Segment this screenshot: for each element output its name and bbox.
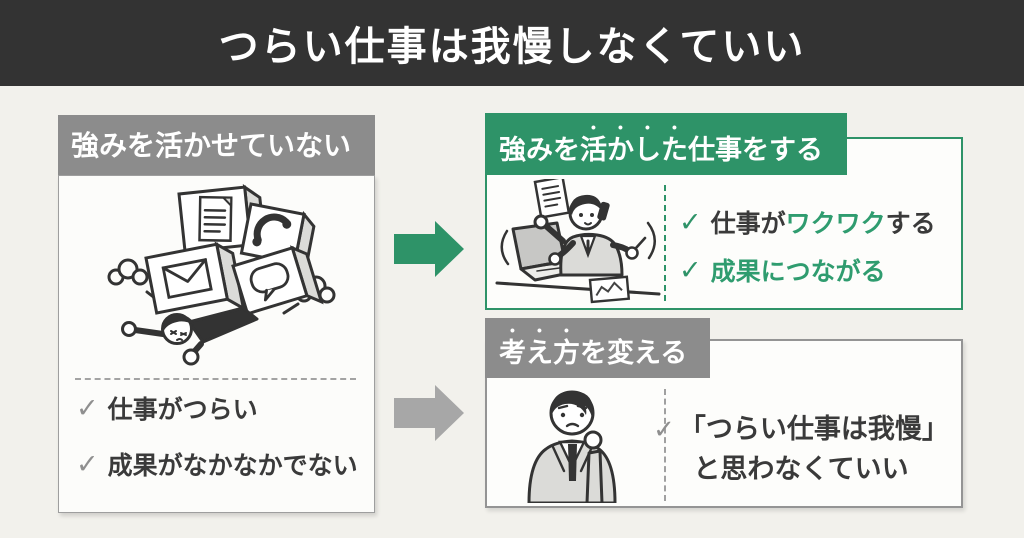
label-post: する [885, 210, 936, 238]
solution-box-header: 強みを活かした仕事をする [485, 113, 847, 175]
list-item: ✓ 仕事がワクワクする [679, 204, 936, 240]
mindset-box: 考え方を変える ✓ [485, 318, 963, 508]
list-item: ✓ 成果がなかなかでない [76, 446, 358, 482]
multitasking-worker-illustration [495, 179, 661, 304]
chat-block [231, 245, 324, 316]
green-arrow-icon [394, 221, 464, 277]
check-icon: ✓ [653, 414, 675, 444]
handset-icon [597, 201, 610, 221]
label-highlight: ワクワク [785, 210, 886, 238]
list-item-label: 成果につながる [711, 252, 886, 288]
check-icon: ✓ [679, 206, 702, 237]
fist-at-chin [583, 430, 603, 450]
divider [664, 389, 666, 501]
crushed-worker-illustration [107, 184, 336, 366]
check-icon: ✓ [76, 392, 99, 423]
list-item-label: 成果がなかなかでない [107, 452, 358, 480]
desk-line [495, 281, 661, 296]
label-pre: 仕事が [710, 210, 786, 238]
list-item-line2: と思わなくていい [693, 454, 909, 484]
mindset-box-header: 考え方を変える [485, 318, 710, 378]
divider [664, 185, 666, 301]
header-text-emphasized: 考え方 [499, 338, 580, 368]
title-bar: つらい仕事は我慢しなくていい [0, 0, 1024, 86]
necktie [568, 444, 577, 481]
check-icon: ✓ [76, 448, 99, 479]
memo-paper-icon [533, 179, 571, 219]
pen-icon [634, 236, 647, 250]
header-text-post: を変える [580, 338, 688, 368]
label-highlight: 成果につながる [710, 258, 886, 286]
phone-icon [252, 213, 292, 247]
list-item-line1: ✓ 「つらい仕事は我慢」 [649, 409, 953, 449]
gray-arrow-icon [394, 385, 464, 441]
check-icon: ✓ [679, 254, 702, 285]
list-item-label: 仕事がワクワクする [711, 204, 936, 240]
header-text-post: 仕事をする [688, 135, 823, 165]
speech-bubble-icon [249, 262, 290, 302]
motion-arc-icon [500, 229, 510, 266]
solution-box: 強みを活かした仕事をする [485, 113, 963, 310]
list-item: ✓ 仕事がつらい [76, 390, 258, 426]
divider [75, 378, 356, 380]
motion-arc-icon [646, 221, 656, 260]
mail-block [144, 241, 246, 315]
problem-box-header-label: 強みを活かせていない [71, 130, 352, 161]
document-icon [198, 195, 233, 242]
worker-person [533, 194, 647, 277]
page-title: つらい仕事は我慢しなくていい [218, 25, 806, 69]
list-item-label: 仕事がつらい [107, 396, 258, 424]
list-item-label: 「つらい仕事は我慢」 [678, 414, 949, 444]
hair [551, 391, 593, 417]
list-item: ✓ 成果につながる [679, 252, 886, 288]
crushed-person [121, 306, 259, 366]
envelope-icon [161, 258, 213, 299]
thinking-businessman-illustration [527, 390, 617, 503]
problem-box-body: ✓ 仕事がつらい ✓ 成果がなかなかでない [58, 175, 375, 513]
list-item: ✓ 「つらい仕事は我慢」 と思わなくていい [649, 409, 953, 489]
arm [585, 449, 604, 503]
header-text-emphasized: 活かした [580, 135, 688, 165]
chart-paper-icon [588, 275, 631, 304]
problem-box-header: 強みを活かせていない [58, 115, 375, 175]
problem-box: 強みを活かせていない [58, 115, 375, 513]
header-text-pre: 強みを [499, 135, 580, 165]
mindset-box-body: ✓ 「つらい仕事は我慢」 と思わなくていい [485, 339, 963, 508]
